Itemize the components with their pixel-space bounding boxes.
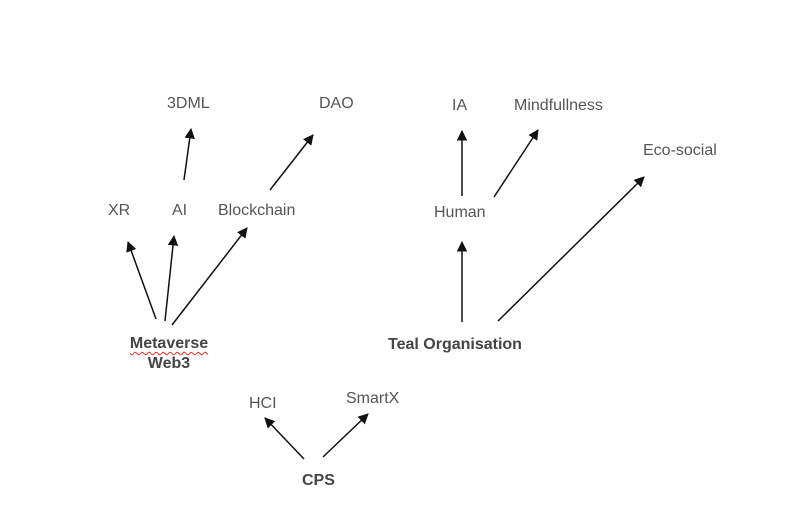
node-ia: IA [452,97,468,114]
node-metaverse: Metaverse [129,335,209,352]
node-mindfullness: Mindfullness [514,97,603,114]
arrow-metaverse-to-xr [126,241,157,320]
node-smartx: SmartX [346,390,400,407]
arrow-metaverse-to-ai [164,234,179,322]
node-3dml: 3DML [167,95,210,112]
arrow-ai-to-3dml [183,127,195,181]
arrow-teal-to-eco-social [497,176,645,322]
arrow-cps-to-hci [264,417,305,460]
node-metaverse-web3: Metaverse Web3 [109,334,229,374]
node-dao: DAO [319,95,354,112]
node-ai: AI [172,202,188,219]
node-hci: HCI [249,395,277,412]
node-human: Human [434,204,486,221]
node-blockchain: Blockchain [218,202,296,219]
arrow-cps-to-smartx [322,413,369,458]
node-xr: XR [108,202,131,219]
node-cps: CPS [302,472,335,489]
node-eco-social: Eco-social [643,142,717,159]
arrow-blockchain-to-dao [269,134,314,191]
node-teal-organisation: Teal Organisation [388,336,522,353]
arrow-human-to-mindfullness [493,129,539,198]
arrow-metaverse-to-blockchain [171,227,248,326]
node-web3: Web3 [147,355,191,372]
